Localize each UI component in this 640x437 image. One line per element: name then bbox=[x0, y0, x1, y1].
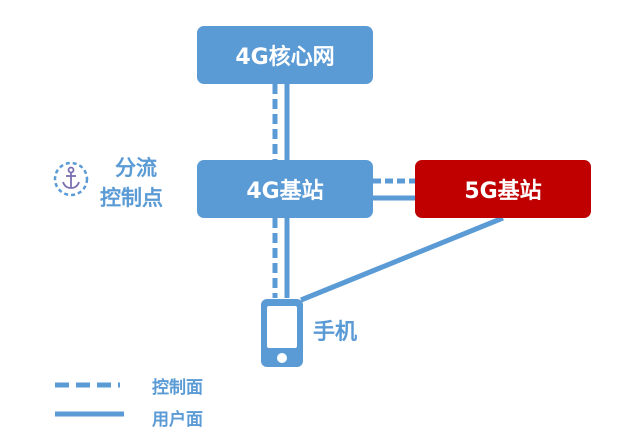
core-network-node: 4G核心网 bbox=[197, 26, 373, 84]
anchor-icon bbox=[53, 161, 89, 197]
base-station-5g-node: 5G基站 bbox=[415, 160, 591, 218]
phone-icon bbox=[261, 299, 303, 367]
base-station-4g-node: 4G基站 bbox=[197, 160, 373, 218]
split-point-label-line1: 分流 bbox=[115, 156, 157, 180]
phone-label: 手机 bbox=[313, 320, 358, 345]
legend-user-label: 用户面 bbox=[152, 410, 203, 430]
split-point-label-line2: 控制点 bbox=[100, 186, 163, 210]
legend-control-label: 控制面 bbox=[152, 378, 203, 398]
5g-phone-user-line bbox=[300, 215, 504, 303]
